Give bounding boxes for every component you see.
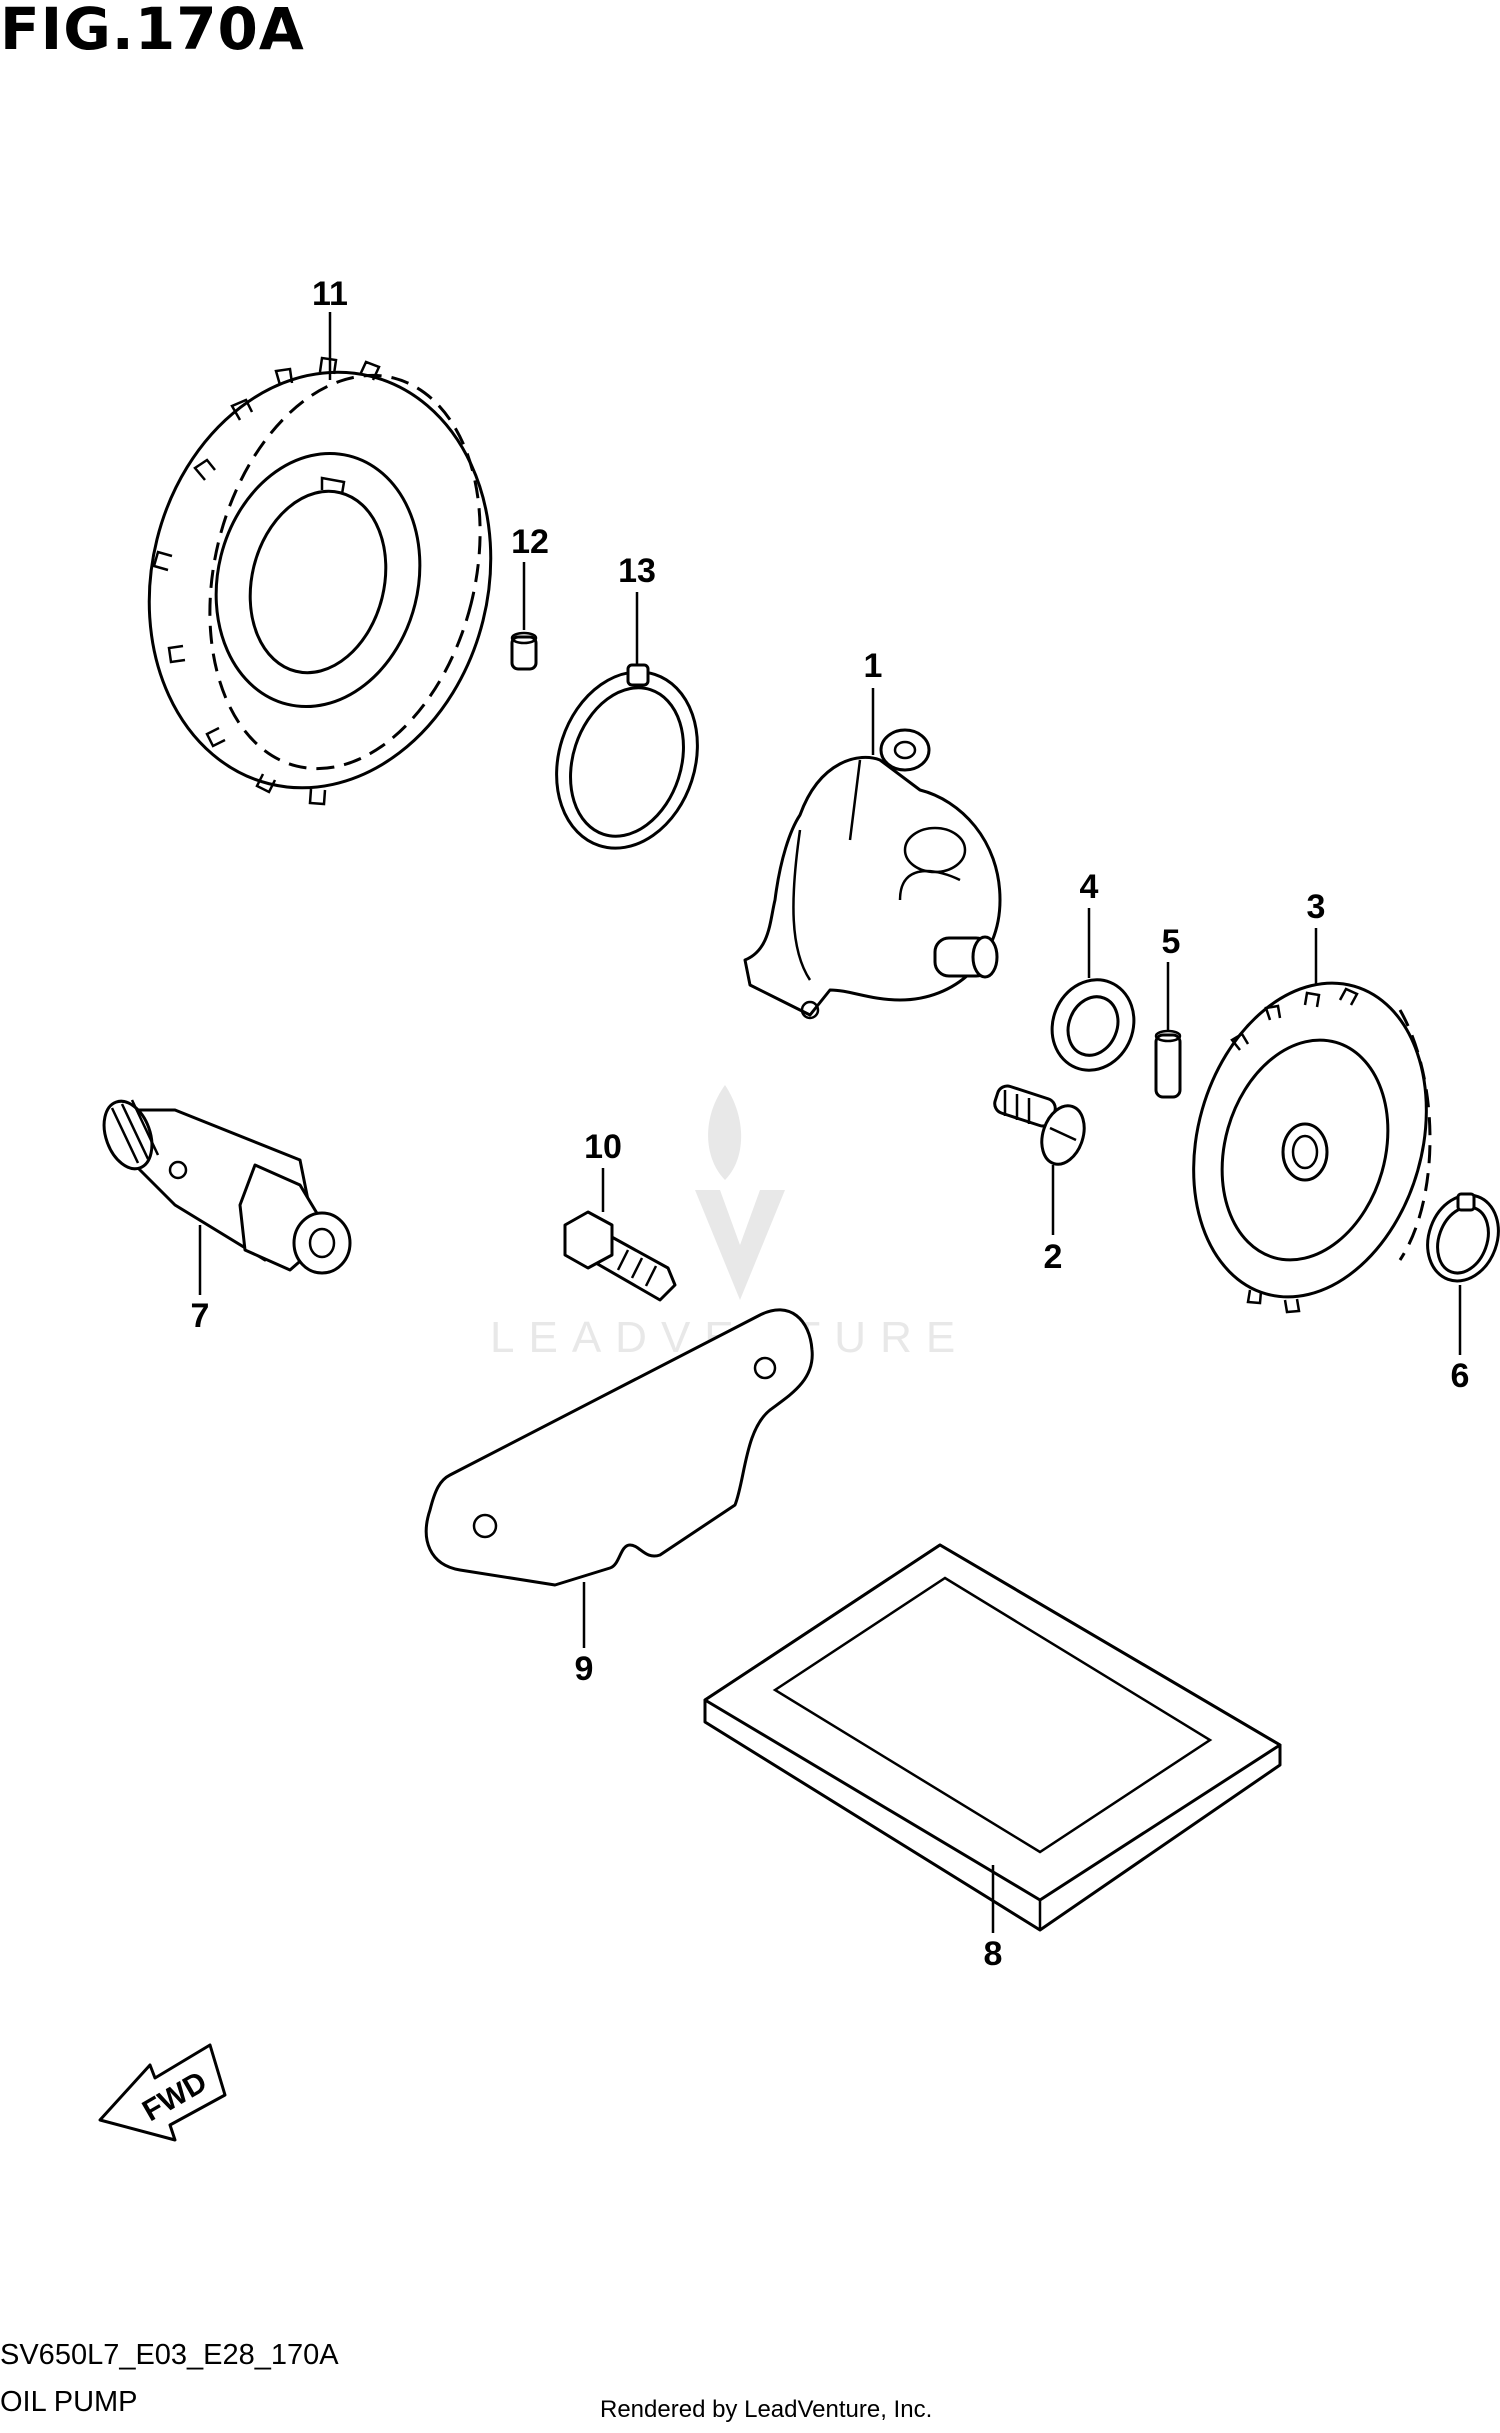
callout-13: 13	[618, 552, 656, 590]
callout-2: 2	[1044, 1238, 1063, 1276]
part-11-driven-gear[interactable]	[106, 336, 534, 825]
part-12-pin[interactable]	[510, 631, 538, 671]
part-9-gasket[interactable]	[424, 1308, 814, 1587]
callout-6: 6	[1451, 1357, 1470, 1395]
part-1-oil-pump[interactable]	[743, 728, 1002, 1020]
callout-9: 9	[575, 1650, 594, 1688]
part-2-screw[interactable]	[992, 1083, 1091, 1169]
part-10-bolt[interactable]	[563, 1210, 677, 1302]
part-5-pin[interactable]	[1154, 1029, 1182, 1099]
callout-4: 4	[1080, 868, 1099, 906]
callout-11: 11	[312, 275, 348, 313]
callout-7: 7	[191, 1297, 210, 1335]
fwd-arrow-icon: FWD	[98, 2043, 227, 2142]
part-3-drive-gear[interactable]	[1158, 955, 1462, 1324]
callout-3: 3	[1307, 888, 1326, 926]
callout-10: 10	[584, 1128, 622, 1166]
callout-8: 8	[984, 1935, 1003, 1973]
part-8-strainer[interactable]	[703, 1543, 1282, 1932]
figure-name: OIL PUMP	[0, 2386, 138, 2418]
callout-12: 12	[511, 523, 549, 561]
callout-5: 5	[1162, 923, 1181, 961]
part-7-shaft[interactable]	[95, 1095, 352, 1275]
figure-code: SV650L7_E03_E28_170A	[0, 2339, 339, 2371]
figure-title: FIG.170A	[0, 0, 305, 63]
part-13-circlip[interactable]	[535, 653, 720, 866]
callout-1: 1	[864, 647, 883, 685]
part-4-washer[interactable]	[1039, 967, 1148, 1082]
part-6-circlip[interactable]	[1416, 1185, 1500, 1291]
leadventure-watermark: LEADVENTURE	[490, 1085, 955, 1362]
rendered-by-credit: Rendered by LeadVenture, Inc.	[600, 2396, 933, 2423]
